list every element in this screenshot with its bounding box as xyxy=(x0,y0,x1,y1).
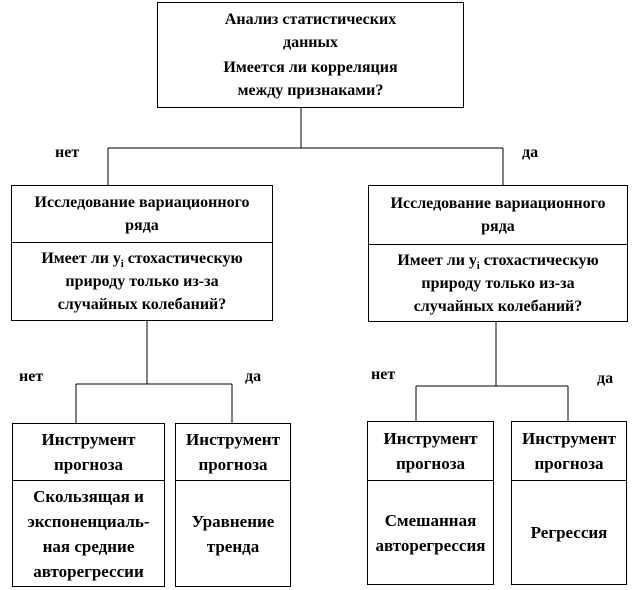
leaf-regression: Инструмент прогноза Регрессия xyxy=(511,421,627,585)
leaf-moving-average: Инструмент прогноза Скользящая и экспоне… xyxy=(12,423,165,587)
leaf-header: Инструмент прогноза xyxy=(522,429,616,473)
left-node-question: Имеет ли yi стохастическую природу тольк… xyxy=(12,242,272,320)
root-node: Анализ статистических данных Имеется ли … xyxy=(157,2,464,108)
right-no-label: нет xyxy=(371,366,396,383)
right-yes-label: да xyxy=(597,370,614,387)
leaf-body: Скользящая и экспоненциаль- ная средние … xyxy=(13,480,164,586)
left-node-title: Исследование вариационного ряда xyxy=(34,194,250,234)
root-question: Имеется ли корреляция между признаками? xyxy=(223,59,398,99)
root-title: Анализ статистических данных xyxy=(224,11,397,51)
leaf-body: Регрессия xyxy=(512,480,626,584)
leaf-header: Инструмент прогноза xyxy=(383,429,478,473)
left-yes-label: да xyxy=(245,368,262,385)
left-node: Исследование вариационного ряда Имеет ли… xyxy=(11,185,273,321)
leaf-header: Инструмент прогноза xyxy=(41,430,136,474)
right-node: Исследование вариационного ряда Имеет ли… xyxy=(368,185,628,322)
right-node-question: Имеет ли yi стохастическую природу тольк… xyxy=(369,244,627,321)
leaf-body: Смешанная авторегрессия xyxy=(368,480,493,584)
leaf-body: Уравнение тренда xyxy=(176,480,290,586)
leaf-mixed-autoregression: Инструмент прогноза Смешанная авторегрес… xyxy=(367,421,494,585)
top-no-label: нет xyxy=(55,144,80,161)
leaf-header: Инструмент прогноза xyxy=(186,430,280,474)
right-node-title: Исследование вариационного ряда xyxy=(390,195,606,235)
left-no-label: нет xyxy=(19,368,44,385)
leaf-trend-equation: Инструмент прогноза Уравнение тренда xyxy=(175,423,291,587)
top-yes-label: да xyxy=(522,144,539,161)
